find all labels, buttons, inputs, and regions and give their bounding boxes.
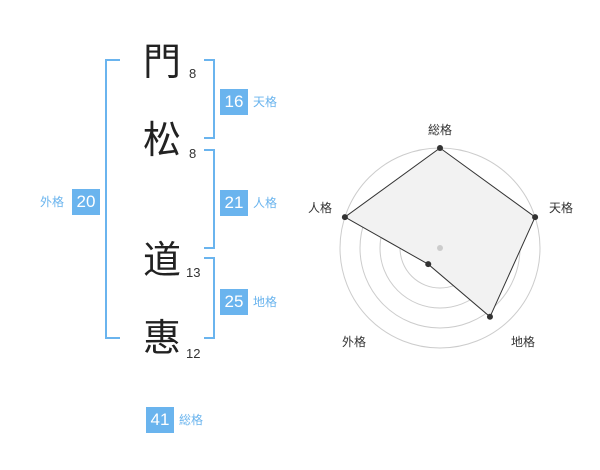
radar-points [341, 145, 539, 320]
name-char-3: 道 [142, 238, 181, 282]
tenkaku-badge: 16 [220, 89, 248, 115]
name-char-2: 松 [142, 118, 181, 162]
chikaku-label: 地格 [253, 295, 278, 309]
stroke-count-3: 13 [186, 265, 201, 280]
stroke-count-1: 8 [189, 66, 197, 81]
jinkaku-bracket [204, 149, 215, 249]
radar-point-soukaku [437, 145, 443, 151]
radar-area [343, 147, 536, 318]
tenkaku-label: 天格 [253, 95, 278, 109]
tenkaku-bracket [204, 59, 215, 139]
soukaku-label: 総格 [179, 413, 204, 427]
stroke-count-4: 12 [186, 346, 201, 361]
radar-label-gaikaku: 外格 [342, 334, 366, 349]
name-char-4: 惠 [142, 316, 181, 360]
jinkaku-badge: 21 [220, 190, 248, 216]
soukaku-badge: 41 [146, 407, 174, 433]
radar-label-tenkaku: 天格 [549, 200, 573, 215]
fortune-radar-chart: 総格 天格 地格 外格 人格 [308, 122, 573, 349]
radar-point-gaikaku [425, 261, 432, 268]
radar-label-soukaku: 総格 [428, 122, 452, 137]
radar-point-tenkaku [532, 214, 539, 221]
stroke-count-2: 8 [189, 146, 197, 161]
name-char-1: 門 [142, 40, 181, 84]
chikaku-badge: 25 [220, 289, 248, 315]
radar-label-chikaku: 地格 [511, 334, 535, 349]
radar-label-jinkaku: 人格 [308, 200, 332, 215]
gaikaku-bracket [105, 59, 120, 339]
radar-center-dot [437, 245, 443, 251]
radar-point-jinkaku [341, 214, 348, 221]
gaikaku-badge: 20 [72, 189, 100, 215]
gaikaku-label: 外格 [40, 195, 65, 209]
radar-point-chikaku [486, 313, 493, 320]
chikaku-bracket [204, 257, 215, 339]
jinkaku-label: 人格 [253, 196, 278, 210]
